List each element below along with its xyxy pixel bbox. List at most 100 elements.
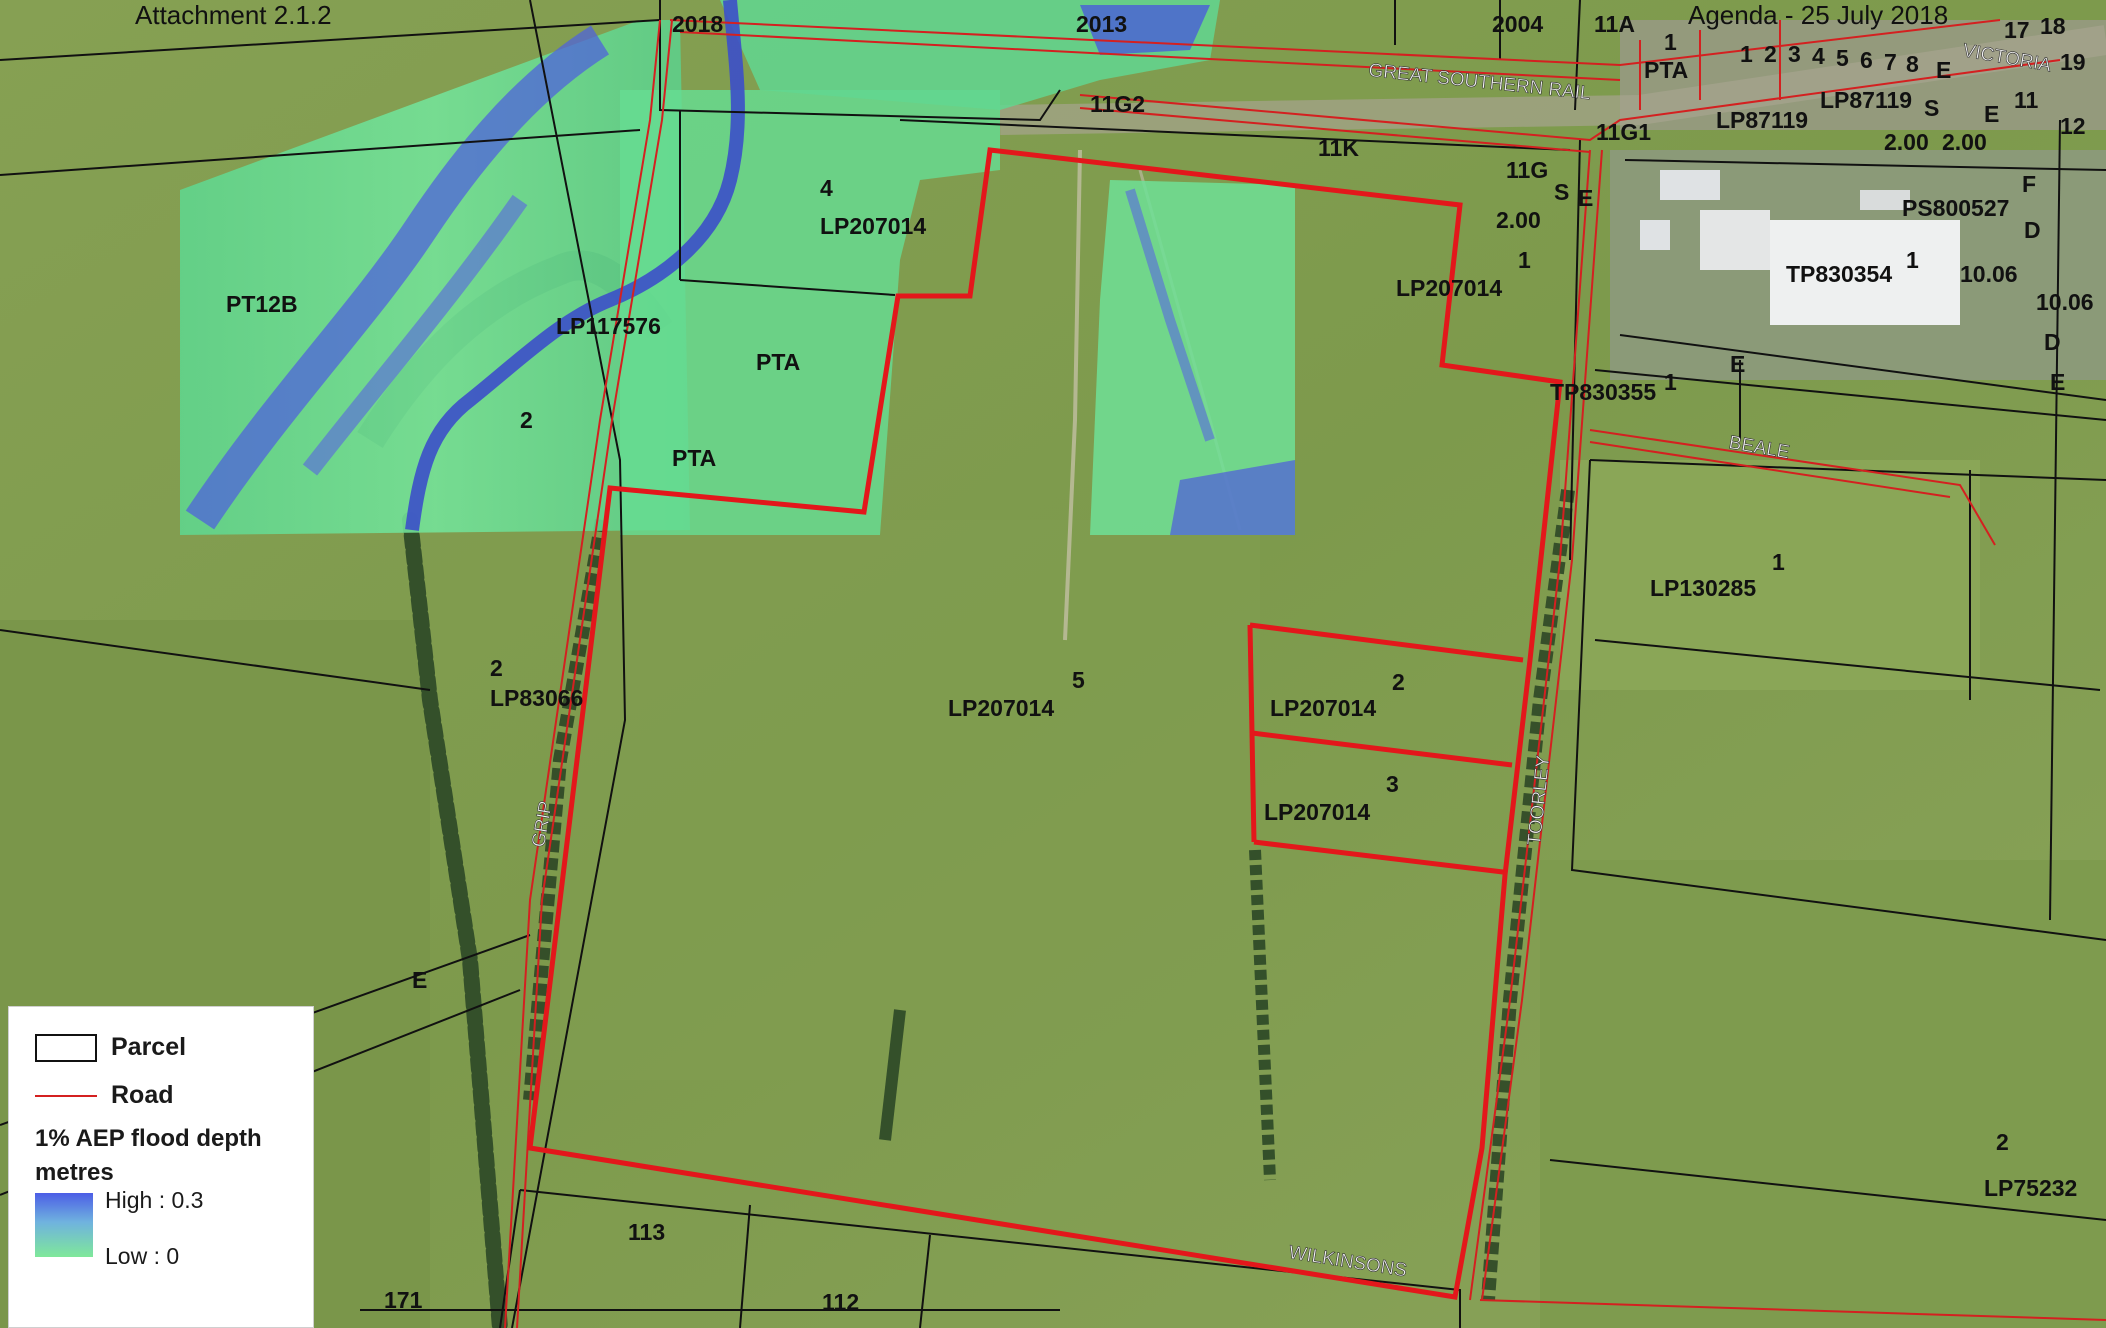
legend-flood-title: 1% AEP flood depth [35,1125,262,1152]
parcel-label: 11G [1506,157,1548,183]
parcel-label: 171 [384,1287,423,1313]
creek [405,0,745,531]
flood-deep-north [1080,5,1210,55]
parcel-label: 11G2 [1090,91,1145,117]
road-swatch-icon [35,1094,97,1097]
tree-line [1249,849,1276,1181]
building [1660,170,1720,200]
parcel-label: 4 [1812,43,1825,69]
legend-parcel-label: Parcel [111,1033,187,1061]
parcel-label: 1 [1664,369,1677,395]
parcel-label: 113 [628,1219,665,1245]
legend-low-label: Low : 0 [105,1243,180,1269]
parcel-label: S [1554,179,1569,205]
parcel-label: PTA [672,445,716,471]
parcel-label: 8 [1906,51,1919,77]
parcel-label: D [2024,217,2041,243]
flood-deep-channel [302,194,528,476]
parcel-label: LP207014 [1396,275,1502,301]
parcel-label: 19 [2060,49,2086,75]
flood-area-east [1090,180,1295,535]
parcel-label: PS800527 [1902,195,2009,221]
road-lines [504,19,2106,1328]
parcel-label: 2 [1392,669,1405,695]
parcel-label: 3 [1386,771,1399,797]
building [1860,190,1910,210]
parcel-label: 2004 [1492,11,1543,37]
parcel-label: D [2044,329,2061,355]
building [1700,210,1770,270]
parcel-label: S [1924,95,1939,121]
flood-area-west [180,20,690,535]
road-label: BEALE [1727,432,1791,463]
parcel-label: 17 [2004,17,2030,43]
parcel-label: E [412,967,427,993]
parcel-label: LP207014 [1270,695,1376,721]
parcel-label: 2.00 [1942,129,1987,155]
parcel-label: E [1936,57,1951,83]
header-agenda: Agenda - 25 July 2018 [1688,0,1948,30]
flood-ramp-swatch-icon [35,1193,93,1257]
parcel-label: 11G1 [1596,119,1651,145]
parcel-label: LP207014 [1264,799,1370,825]
legend-row-parcel: Parcel [35,1033,186,1062]
parcel-label: PTA [1644,57,1688,83]
building [1640,220,1670,250]
parcel-label: E [2050,369,2065,395]
tree-line [402,512,508,1328]
parcel-label: 11A [1594,11,1635,37]
parcel-label: 112 [822,1289,859,1315]
parcel-label: PT12B [226,291,298,317]
legend-high-label: High : 0.3 [105,1187,204,1213]
parcel-label: LP207014 [820,213,926,239]
parcel-label: 2 [520,407,533,433]
parcel-label: 2 [1764,41,1777,67]
parcel-label: 10.06 [1960,261,2018,287]
legend-row-road: Road [35,1081,174,1110]
parcel-label: 4 [820,175,833,201]
parcel-label: 1 [1664,29,1677,55]
parcel-label: 2 [490,655,503,681]
parcel-label: 12 [2060,113,2086,139]
parcel-label: 1 [1518,247,1531,273]
parcel-label: LP87119 [1716,107,1808,133]
parcel-label: 11 [2014,87,2039,113]
parcel-label: E [1730,351,1745,377]
parcel-label: 7 [1884,49,1897,75]
subject-site-boundary [527,147,1563,1300]
parcel-label: 18 [2040,13,2066,39]
parcel-label: 1 [1740,41,1753,67]
field-patch [560,520,1260,1080]
parcel-label: F [2022,171,2036,197]
parcel-label: E [1578,185,1593,211]
parcel-label: 5 [1836,45,1849,71]
farm-track [1063,149,1082,641]
parcel-label: 1 [1772,549,1785,575]
tree-line [523,518,609,1101]
parcel-label: LP117576 [556,313,661,339]
map-legend: Parcel Road 1% AEP flood depth metres Hi… [8,1006,314,1328]
parcel-swatch-icon [35,1033,97,1062]
flood-area-central [620,90,1000,535]
parcel-label: 2013 [1076,11,1127,37]
parcel-label: LP83066 [490,685,583,711]
parcel-labels: PT12B LP117576 2 PTA PTA 4 LP207014 LP20… [226,11,2094,1315]
flood-overlay [180,0,1295,535]
parcel-label: 3 [1788,41,1801,67]
parcel-label: 5 [1072,667,1085,693]
header-attachment: Attachment 2.1.2 [135,0,332,30]
tree-line [1481,489,1575,1301]
parcel-label: TP830355 [1550,379,1656,405]
parcel-label: E [1984,101,1999,127]
parcel-label: 6 [1860,47,1873,73]
flood-deep-east [1170,460,1295,535]
flood-deep-channel [185,25,610,530]
flood-channel-east [1125,188,1215,442]
legend-road-label: Road [111,1081,174,1109]
parcel-label: LP87119 [1820,87,1912,113]
parcel-label: 2.00 [1496,207,1541,233]
parcel-label: LP207014 [948,695,1054,721]
building [1770,220,1960,325]
parcel-label: PTA [756,349,800,375]
